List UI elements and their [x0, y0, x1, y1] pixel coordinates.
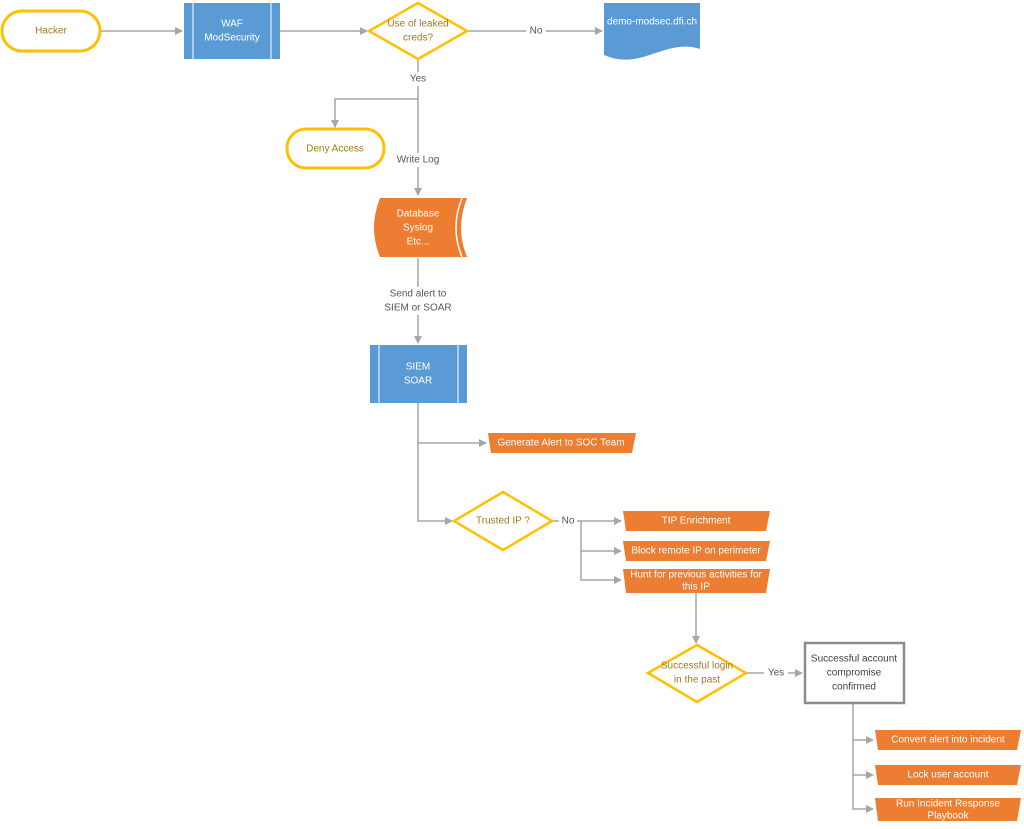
convert-incident-label: Convert alert into incident	[891, 735, 1005, 746]
demo-site-document: demo-modsec.dfi.ch	[604, 3, 700, 60]
successful-login-decision: Successful login in the past	[645, 643, 749, 704]
compromise-confirmed-box: Successful account compromise confirmed	[803, 641, 906, 705]
waf-label-2: ModSecurity	[204, 33, 260, 44]
edge-label-send-alert-1: Send alert to	[390, 289, 447, 300]
siem-label-2: SOAR	[404, 376, 432, 387]
lock-account-label: Lock user account	[907, 770, 988, 781]
hacker-terminator: Hacker	[0, 9, 102, 53]
edge-label-login-yes: Yes	[768, 668, 784, 679]
lock-account-action: Lock user account	[875, 765, 1021, 785]
hacker-label: Hacker	[35, 26, 67, 37]
playbook-action: Run Incident Response Playbook	[875, 798, 1021, 822]
edge-label-send-alert-2: SIEM or SOAR	[384, 303, 451, 314]
siem-label-1: SIEM	[406, 362, 430, 373]
db-label-1: Database	[397, 209, 440, 220]
playbook-label-1: Run Incident Response	[896, 799, 1000, 810]
deny-access-terminator: Deny Access	[285, 127, 386, 170]
waf-label-1: WAF	[221, 19, 243, 30]
edge-no-hunt	[580, 551, 622, 584]
leaked-creds-decision: Use of leaked creds?	[366, 1, 470, 61]
playbook-label-2: Playbook	[927, 811, 969, 822]
tip-enrichment-label: TIP Enrichment	[662, 516, 731, 527]
trusted-ip-label: Trusted IP ?	[476, 516, 530, 527]
deny-access-label: Deny Access	[306, 144, 364, 155]
hunt-label-1: Hunt for previous activities for	[630, 570, 762, 581]
compromise-label-3: confirmed	[832, 682, 876, 693]
compromise-label-2: compromise	[827, 668, 882, 679]
tip-enrichment-action: TIP Enrichment	[623, 511, 770, 531]
siem-process: SIEM SOAR	[370, 345, 467, 403]
block-ip-action: Block remote IP on perimeter	[623, 541, 770, 561]
login-label-2: in the past	[674, 675, 720, 686]
leaked-label-1: Use of leaked	[387, 19, 448, 30]
edge-siem-trusted	[417, 403, 453, 525]
edge-label-leaked-yes: Yes	[410, 74, 426, 85]
leaked-label-2: creds?	[403, 33, 433, 44]
trusted-ip-decision: Trusted IP ?	[451, 490, 555, 552]
db-label-3: Etc...	[407, 237, 430, 248]
waf-process: WAF ModSecurity	[184, 3, 280, 59]
edge-label-leaked-no: No	[530, 26, 543, 37]
edge-compromise-playbook	[852, 775, 874, 813]
block-ip-label: Block remote IP on perimeter	[631, 546, 761, 557]
compromise-label-1: Successful account	[811, 654, 897, 665]
convert-incident-action: Convert alert into incident	[875, 730, 1021, 750]
generate-alert-action: Generate Alert to SOC Team	[488, 433, 636, 453]
edge-compromise-lock	[852, 740, 874, 779]
edge-labels: No Yes Write Log Send alert to SIEM or S…	[384, 24, 788, 680]
edge-label-trusted-no: No	[562, 516, 575, 527]
edge-yes-deny	[331, 98, 418, 128]
edge-label-write-log: Write Log	[397, 155, 440, 166]
hunt-label-2: this IP	[682, 582, 710, 593]
db-label-2: Syslog	[403, 223, 433, 234]
database-storage: Database Syslog Etc...	[374, 197, 467, 258]
hunt-action: Hunt for previous activities for this IP	[623, 569, 770, 593]
generate-alert-label: Generate Alert to SOC Team	[497, 438, 624, 449]
demo-site-label: demo-modsec.dfi.ch	[607, 17, 697, 28]
connectors	[100, 27, 874, 813]
edge-compromise-convert	[852, 703, 874, 744]
login-label-1: Successful login	[661, 661, 733, 672]
edge-no-block	[580, 521, 622, 555]
